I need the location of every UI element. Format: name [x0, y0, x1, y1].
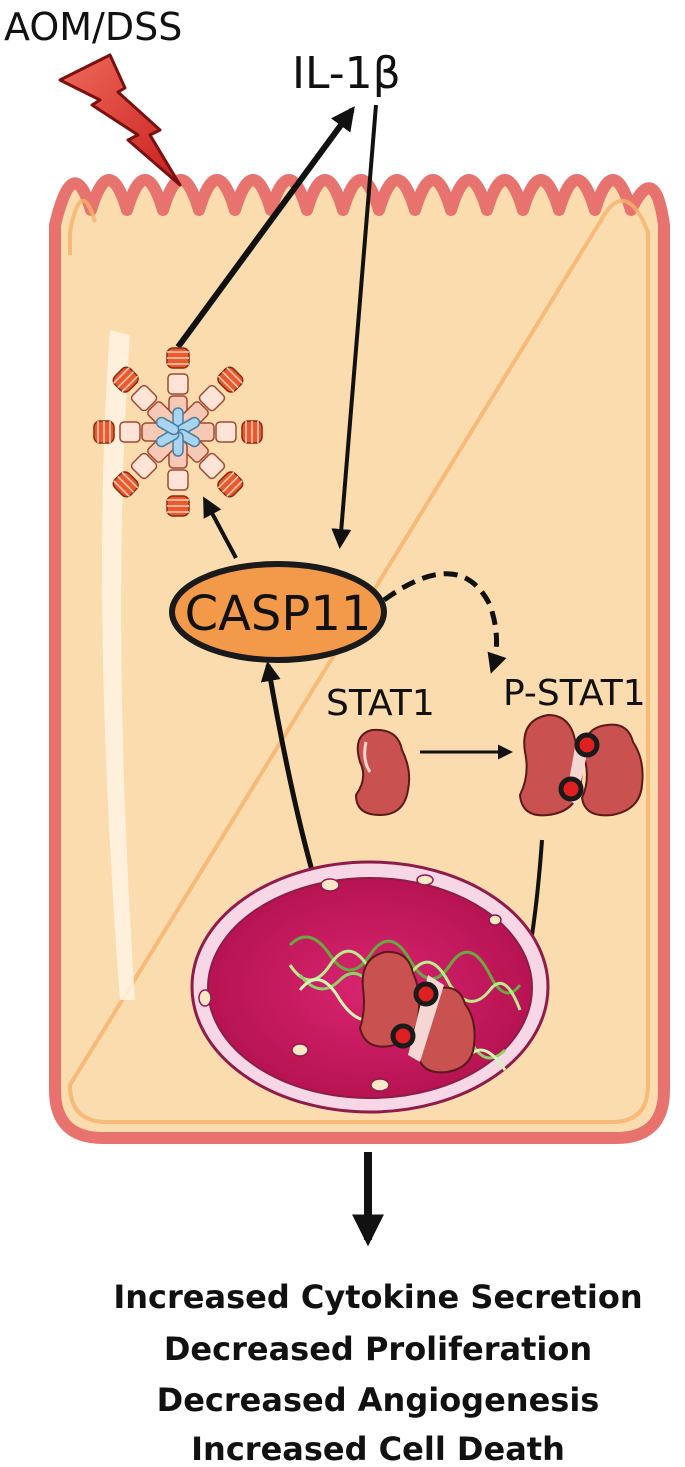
casp11-label: CASP11	[185, 586, 372, 642]
trigger-label: AOM/DSS	[4, 5, 182, 49]
stat1-protein-icon	[354, 728, 411, 817]
il1b-to-casp11-arrow	[331, 104, 378, 549]
lightning-bolt-icon	[58, 53, 182, 187]
epithelial-cell	[49, 174, 670, 1144]
casp11-to-inflammasome-arrow	[203, 496, 238, 559]
stat1-label: STAT1	[326, 683, 435, 724]
outcome-item: Decreased Proliferation	[164, 1330, 592, 1368]
inflammasome-icon	[93, 347, 263, 517]
p-stat1-dimer-icon	[518, 713, 644, 817]
casp11-to-pstat1-dashed-arrow	[382, 571, 507, 674]
outcome-item: Decreased Angiogenesis	[157, 1381, 600, 1419]
inflammasome-to-il1b-arrow	[175, 106, 355, 349]
outcome-list: Increased Cytokine Secretion Decreased P…	[113, 1278, 642, 1467]
casp11-node: CASP11	[169, 561, 387, 663]
pstat1-label: P-STAT1	[503, 673, 646, 714]
outcome-item: Increased Cytokine Secretion	[113, 1278, 642, 1316]
cell-highlight	[102, 330, 135, 1000]
outcome-item: Increased Cell Death	[191, 1430, 565, 1467]
il1b-label: IL-1β	[292, 48, 401, 99]
nuclear-p-stat1-dimer-icon	[358, 950, 476, 1074]
cell-membrane	[49, 174, 670, 1144]
